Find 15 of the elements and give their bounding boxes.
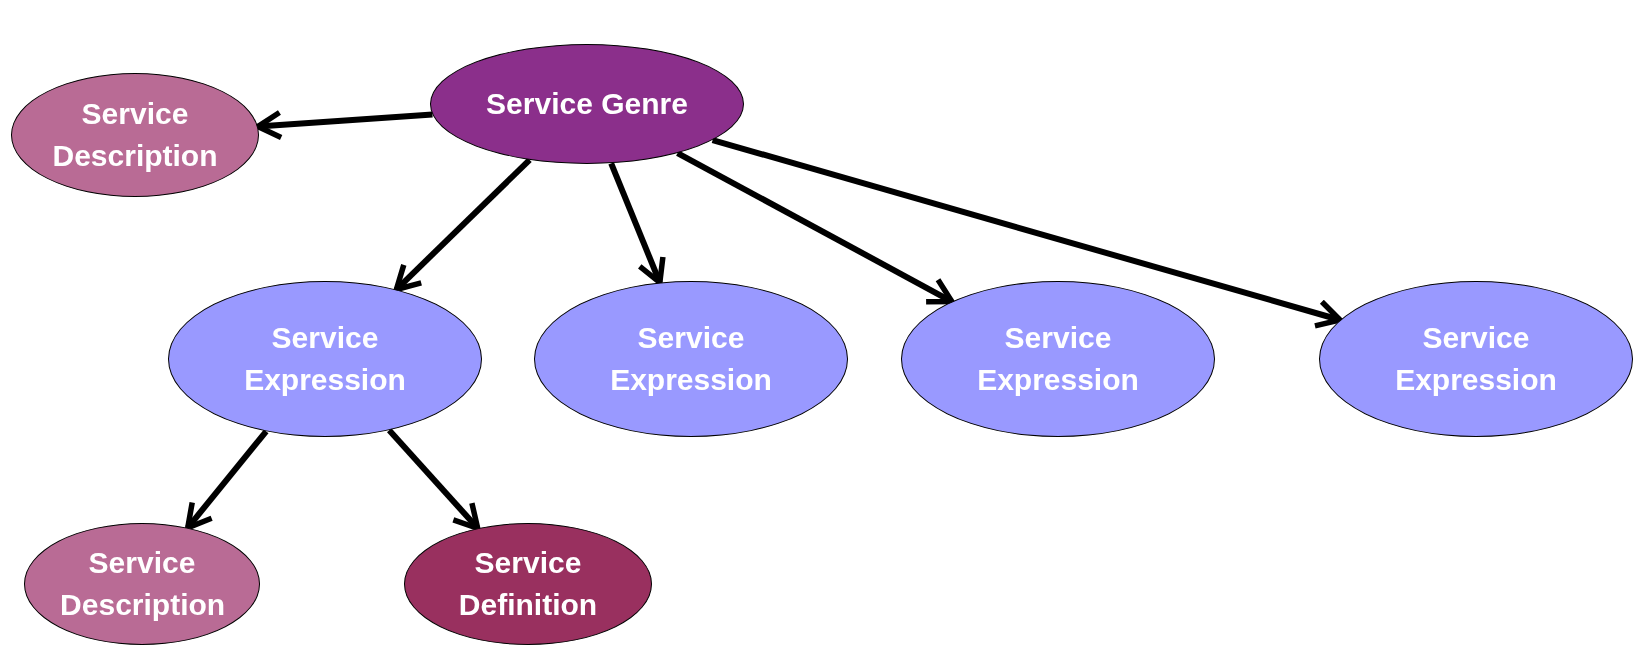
arrow bbox=[185, 429, 269, 531]
arrow bbox=[255, 109, 433, 141]
node-label: Service Expression bbox=[609, 320, 773, 398]
node-label: Service Description bbox=[51, 96, 219, 174]
node-label: Service Definition bbox=[457, 545, 599, 623]
node-label: Service Expression bbox=[976, 320, 1140, 398]
node-label: Service Genre bbox=[485, 86, 689, 122]
arrow bbox=[608, 162, 666, 286]
arrow bbox=[676, 150, 955, 305]
node-label: Service Expression bbox=[243, 320, 407, 398]
node-label: Service Expression bbox=[1394, 320, 1558, 398]
arrow bbox=[711, 137, 1343, 329]
arrow bbox=[387, 428, 481, 531]
arrow bbox=[393, 157, 532, 293]
node-label: Service Description bbox=[60, 545, 224, 623]
